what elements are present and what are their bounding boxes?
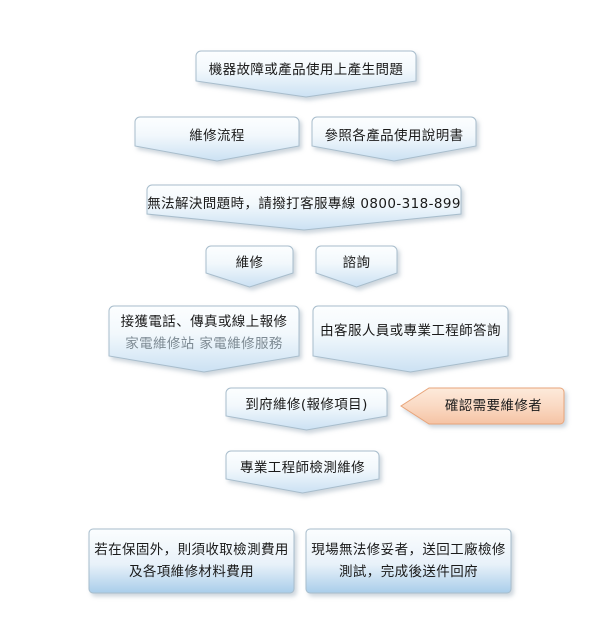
chevron-shape (312, 305, 509, 373)
chevron-shape (134, 116, 300, 162)
node-factory[interactable]: 現場無法修妥者，送回工廠檢修 測試，完成後送件回府 (305, 528, 512, 594)
node-intake-label-line1: 接獲電話、傳真或線上報修 (120, 314, 288, 330)
node-intake-label-line2: 家電維修站 家電維修服務 (125, 336, 283, 352)
node-hotline-label: 無法解決問題時，請撥打客服專線 0800-318-899 (147, 196, 461, 212)
chevron-shape (315, 245, 398, 288)
chevron-shape (195, 50, 417, 98)
node-factory-label-line2: 測試，完成後送件回府 (339, 564, 478, 580)
chevron-shape (205, 245, 294, 288)
node-answer[interactable]: 由客服人員或專業工程師答詢 (312, 305, 509, 373)
node-answer-label: 由客服人員或專業工程師答詢 (320, 323, 501, 339)
node-consult-label: 諮詢 (342, 255, 371, 271)
node-repair[interactable]: 維修 (205, 245, 294, 288)
node-factory-label-line1: 現場無法修妥者，送回工廠檢修 (311, 542, 506, 558)
node-fee[interactable]: 若在保固外，則須收取檢測費用 及各項維修材料費用 (88, 528, 295, 594)
node-fee-label-line2: 及各項維修材料費用 (128, 564, 255, 580)
node-problem[interactable]: 機器故障或產品使用上產生問題 (195, 50, 417, 98)
arrow-left-shape (400, 387, 565, 425)
node-repair-flow[interactable]: 維修流程 (134, 116, 300, 162)
rounded-rect-shape (88, 528, 295, 594)
node-confirm-callout[interactable]: 確認需要維修者 (400, 387, 565, 425)
node-manual[interactable]: 參照各產品使用說明書 (311, 116, 477, 162)
node-fee-label-line1: 若在保固外，則須收取檢測費用 (94, 542, 289, 558)
chevron-shape (311, 116, 477, 162)
node-confirm-callout-label: 確認需要維修者 (444, 398, 543, 414)
node-onsite-label: 到府維修(報修項目) (245, 397, 368, 413)
node-engineer-label: 專業工程師檢測維修 (239, 460, 366, 476)
node-repair-label: 維修 (235, 255, 264, 271)
rounded-rect-shape (305, 528, 512, 594)
chevron-shape (108, 305, 300, 373)
chevron-shape (225, 387, 388, 431)
node-intake[interactable]: 接獲電話、傳真或線上報修 家電維修站 家電維修服務 (108, 305, 300, 373)
chevron-shape (146, 184, 462, 231)
node-onsite[interactable]: 到府維修(報修項目) (225, 387, 388, 431)
chevron-shape (225, 450, 380, 494)
node-engineer[interactable]: 專業工程師檢測維修 (225, 450, 380, 494)
node-problem-label: 機器故障或產品使用上產生問題 (208, 62, 404, 78)
node-repair-flow-label: 維修流程 (189, 128, 245, 144)
node-consult[interactable]: 諮詢 (315, 245, 398, 288)
node-hotline[interactable]: 無法解決問題時，請撥打客服專線 0800-318-899 (146, 184, 462, 231)
node-manual-label: 參照各產品使用說明書 (324, 128, 464, 144)
